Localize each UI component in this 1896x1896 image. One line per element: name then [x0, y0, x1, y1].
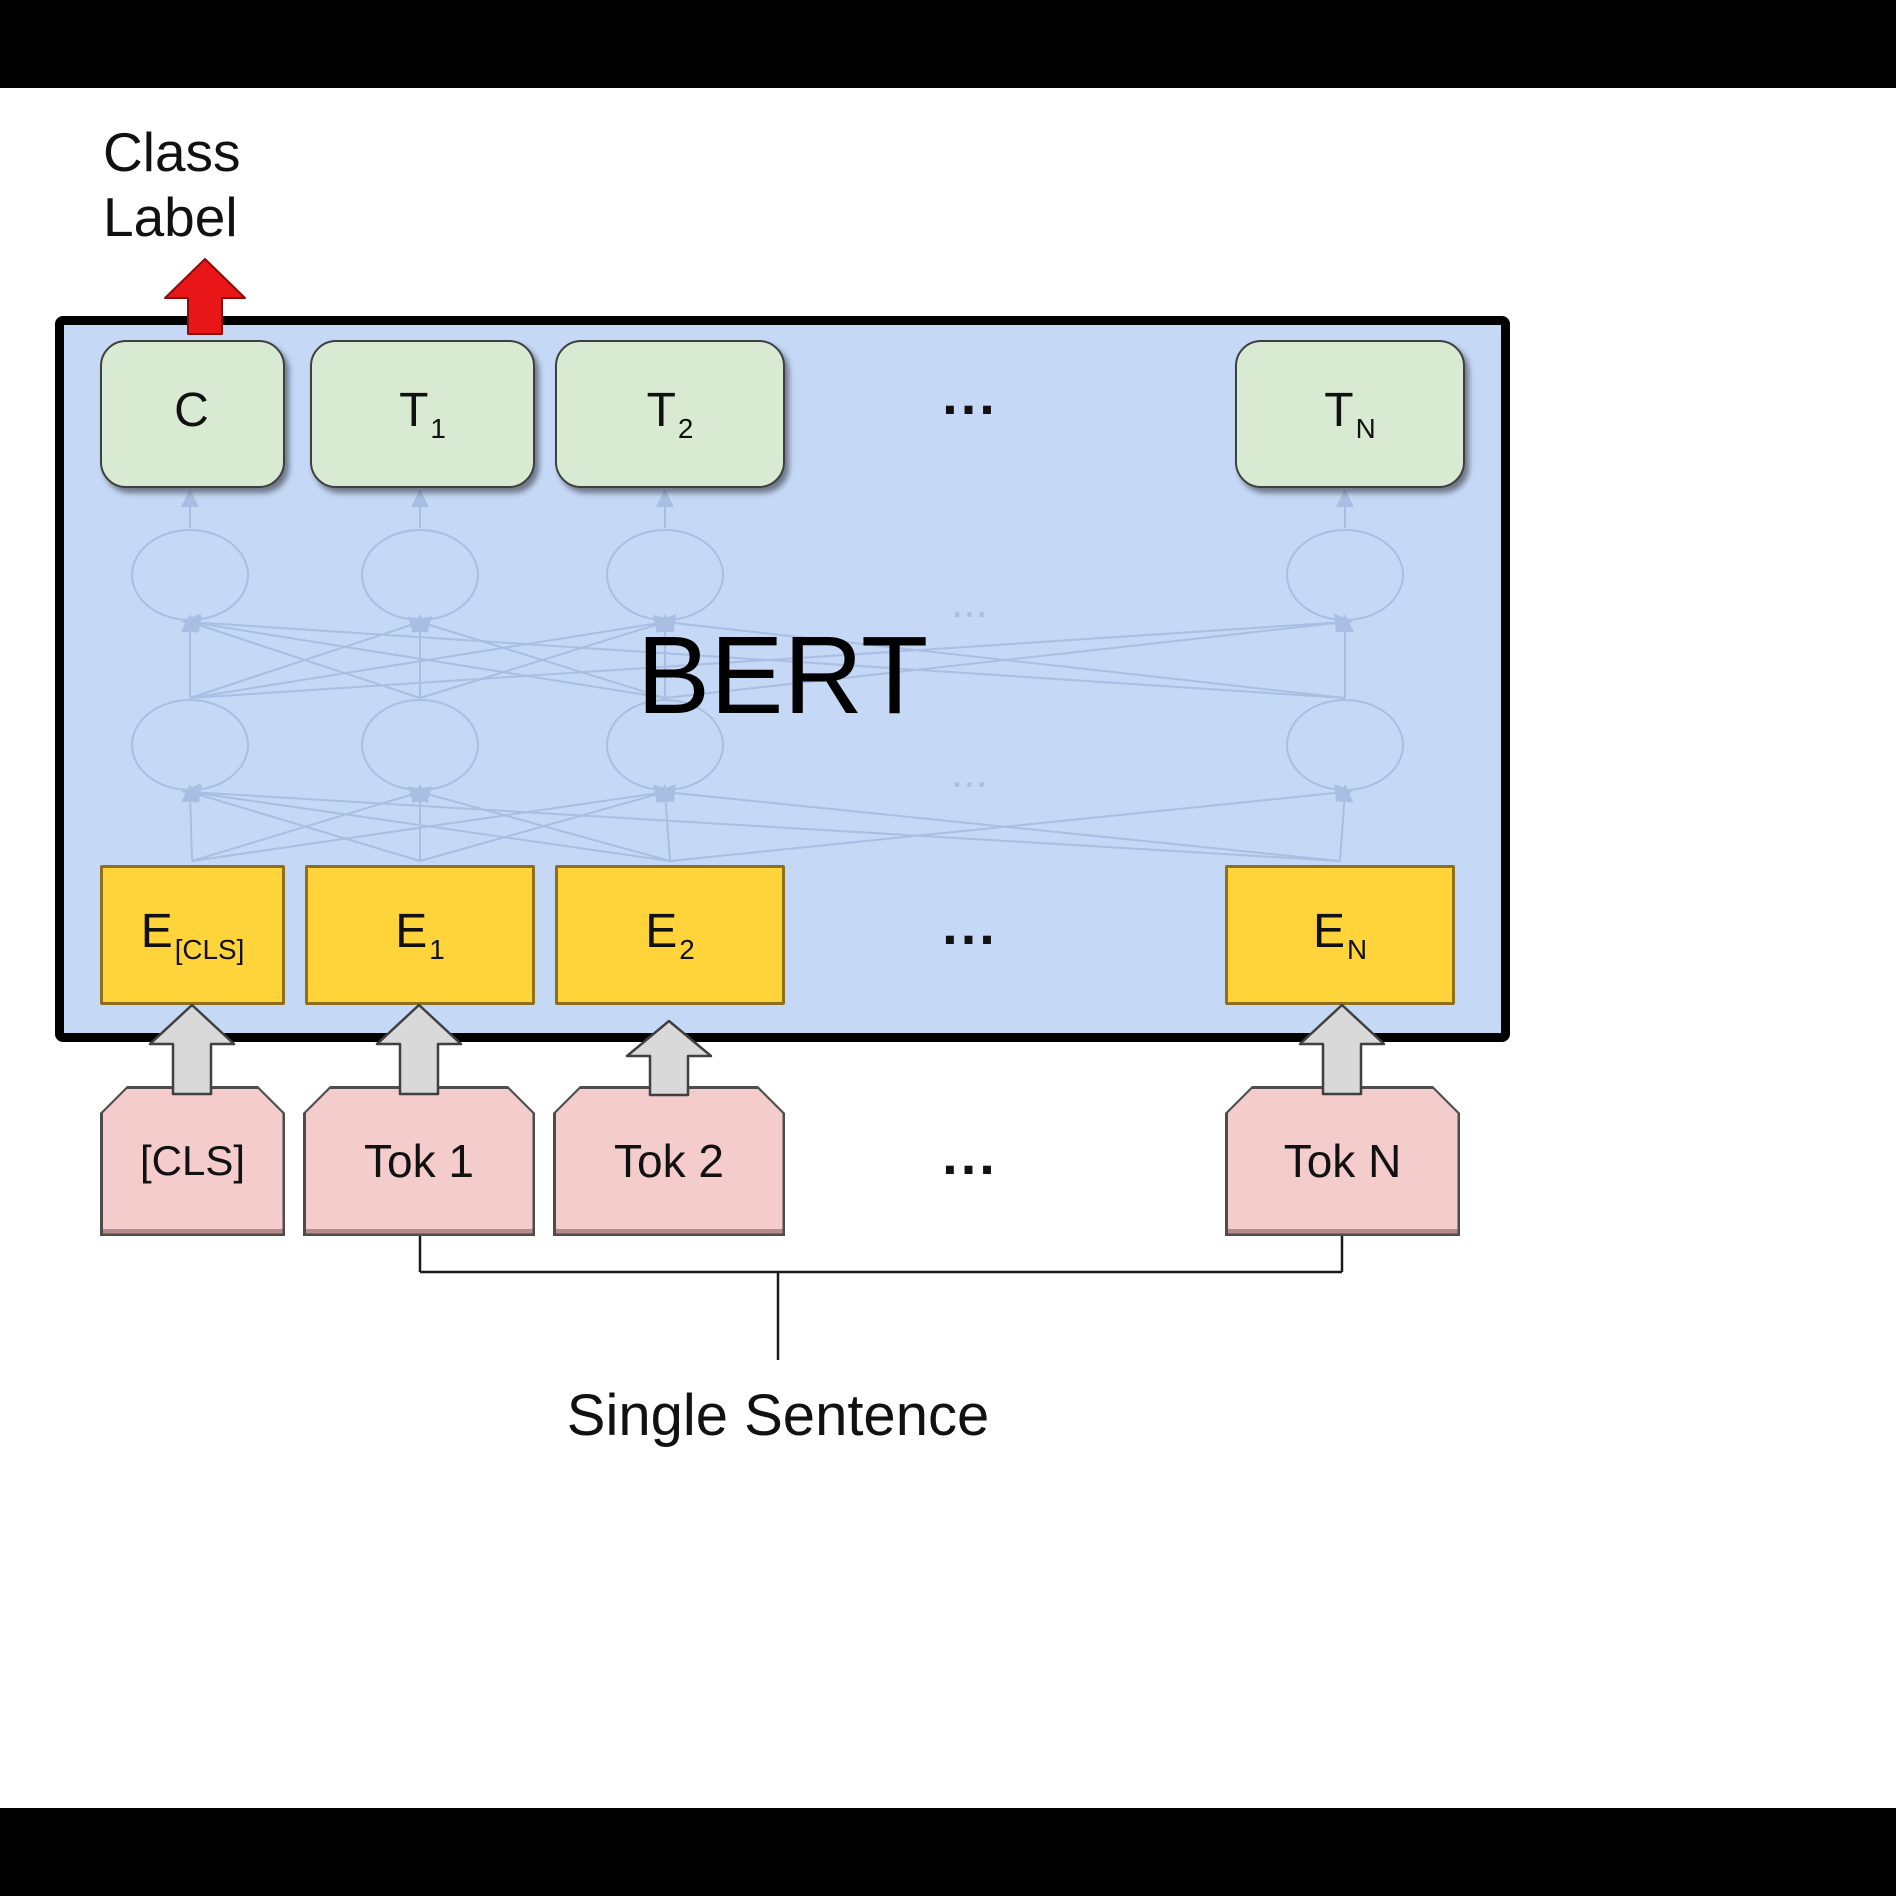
- output-box-t2-label: T2: [646, 384, 694, 444]
- input-up-arrow-icon: [625, 1019, 713, 1097]
- embedding-ellipsis: ...: [942, 893, 998, 956]
- input-up-arrow-icon: [375, 1003, 463, 1096]
- sentence-bracket: [418, 1236, 1344, 1360]
- embedding-box-cls: E[CLS]: [100, 865, 285, 1005]
- class-output-red-up-arrow-icon: [164, 258, 246, 335]
- output-box-tn: TN: [1235, 340, 1465, 488]
- token-box-tok1: Tok 1: [303, 1086, 535, 1236]
- embedding-box-e1: E1: [305, 865, 535, 1005]
- output-ellipsis: ...: [942, 363, 998, 426]
- single-sentence-label: Single Sentence: [566, 1383, 990, 1448]
- embedding-box-e2-label: E2: [645, 905, 695, 965]
- class-label-text: Class Label: [103, 121, 241, 248]
- token-box-cls-label: [CLS]: [139, 1137, 246, 1184]
- token-ellipsis: ...: [942, 1123, 998, 1186]
- hidden-ellipsis-top: ...: [951, 578, 988, 627]
- embedding-box-en: EN: [1225, 865, 1455, 1005]
- output-box-tn-label: TN: [1324, 384, 1376, 444]
- transformer-layers-graphic: ... ...: [131, 489, 1404, 862]
- embedding-box-e2: E2: [555, 865, 785, 1005]
- embedding-box-cls-label: E[CLS]: [140, 905, 245, 965]
- token-box-tok2-label: Tok 2: [614, 1135, 724, 1187]
- output-box-t1: T1: [310, 340, 535, 488]
- input-up-arrow-icon: [148, 1003, 236, 1096]
- token-box-tok1-label: Tok 1: [364, 1135, 474, 1187]
- output-box-c-label: C: [174, 384, 209, 438]
- hidden-ellipsis-bottom: ...: [951, 748, 988, 797]
- output-box-t1-label: T1: [399, 384, 446, 444]
- embedding-box-e1-label: E1: [395, 905, 445, 965]
- embedding-box-en-label: EN: [1312, 905, 1368, 965]
- token-box-tokn-label: Tok N: [1283, 1135, 1402, 1187]
- token-box-tokn: Tok N: [1225, 1086, 1460, 1236]
- output-box-c: C: [100, 340, 285, 488]
- input-up-arrow-icon: [1298, 1003, 1386, 1096]
- letterbox-top: [0, 0, 1896, 88]
- token-box-cls: [CLS]: [100, 1086, 285, 1236]
- bert-model-title: BERT: [636, 614, 929, 737]
- output-box-t2: T2: [555, 340, 785, 488]
- token-box-tok2: Tok 2: [553, 1086, 785, 1236]
- letterbox-bottom: [0, 1808, 1896, 1896]
